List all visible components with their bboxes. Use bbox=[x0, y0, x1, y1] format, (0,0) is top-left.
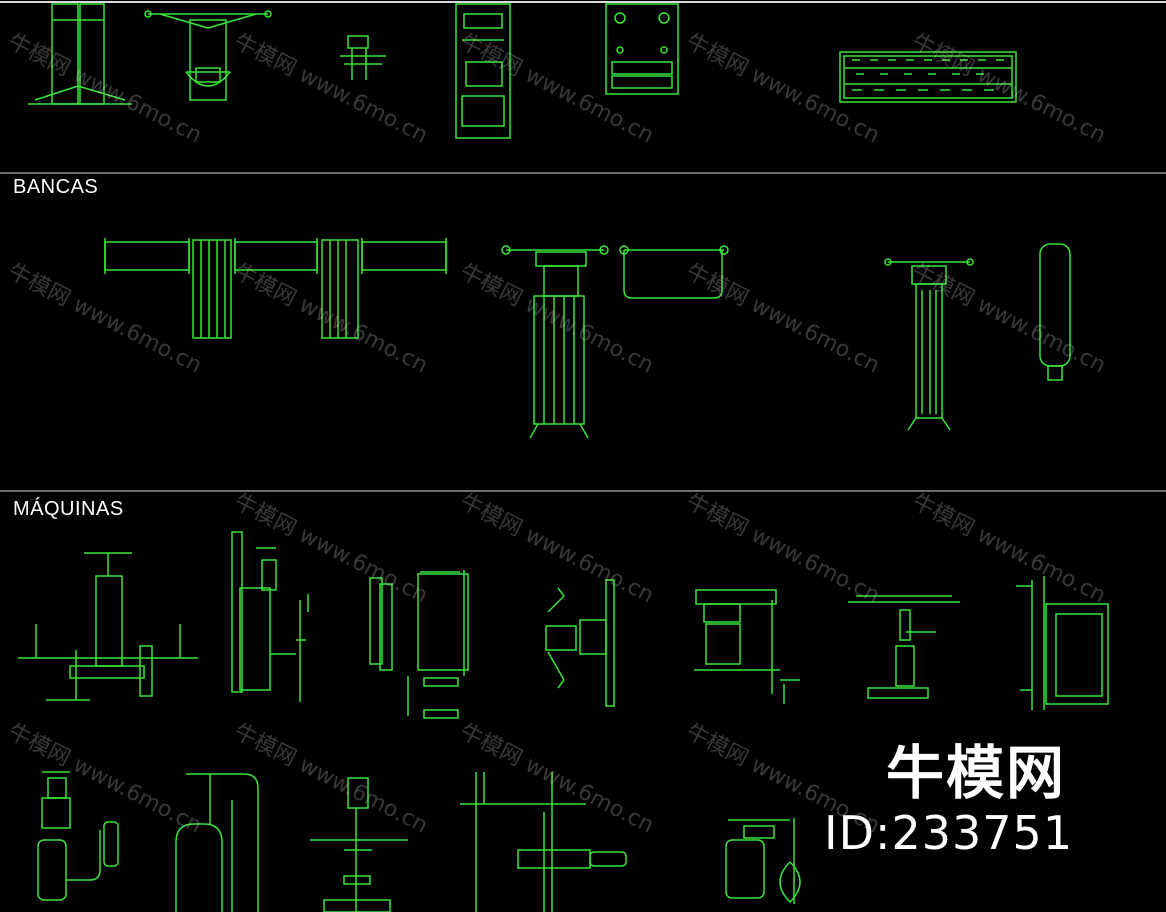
rack-frame-a bbox=[28, 3, 132, 105]
plate-station bbox=[605, 3, 679, 95]
chest-press-machine bbox=[369, 570, 469, 719]
lat-machine bbox=[1016, 576, 1109, 710]
ab-machine bbox=[725, 818, 801, 904]
cable-tower bbox=[231, 531, 309, 702]
pad-bench bbox=[1039, 243, 1071, 381]
leg-press-machine bbox=[18, 552, 198, 701]
standing-calf-machine bbox=[310, 777, 408, 912]
section-title-benches: BANCAS bbox=[13, 176, 99, 198]
section-title-machines: MÁQUINAS bbox=[13, 498, 124, 520]
tall-cage bbox=[455, 3, 511, 139]
pec-deck-machine bbox=[848, 595, 960, 699]
seated-machine bbox=[37, 771, 119, 901]
pulley-station bbox=[144, 10, 272, 101]
decline-bench bbox=[884, 258, 974, 431]
flat-bench-b bbox=[321, 238, 447, 339]
hack-squat-frame bbox=[460, 772, 627, 912]
small-stool bbox=[340, 35, 386, 80]
flat-bench-a bbox=[104, 238, 318, 339]
arch-machine bbox=[175, 773, 259, 912]
brand-id: ID:233751 bbox=[824, 806, 1074, 860]
rotary-machine bbox=[545, 579, 615, 707]
incline-bench bbox=[501, 245, 729, 439]
brand-name: 牛模网 bbox=[886, 739, 1067, 807]
dumbbell-rack bbox=[839, 51, 1017, 103]
row-machine bbox=[694, 589, 800, 704]
